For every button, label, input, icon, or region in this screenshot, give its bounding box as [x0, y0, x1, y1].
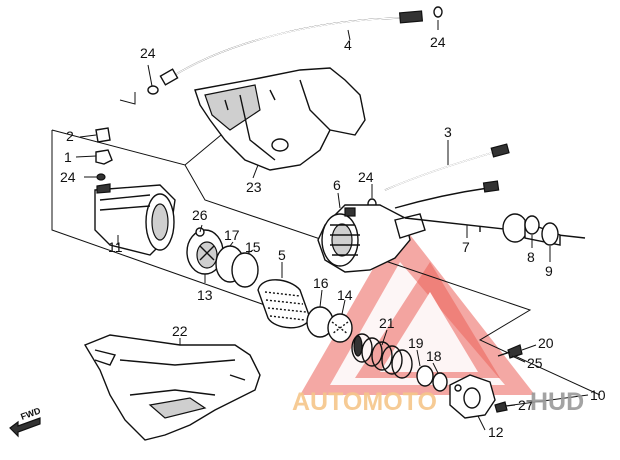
label-27: 27 [518, 397, 534, 413]
forward-arrow-icon [9, 417, 41, 438]
label-12: 12 [488, 424, 504, 440]
ring-18 [432, 372, 448, 392]
disc-14 [327, 313, 353, 343]
label-8: 8 [527, 249, 535, 265]
washer-24-left [147, 85, 159, 95]
label-17: 17 [224, 227, 240, 243]
watermark-hud: HUD [530, 388, 584, 416]
gearbox-6 [317, 204, 426, 273]
label-7: 7 [462, 239, 470, 255]
watermark-text: AUTOMOTO HUD [292, 388, 584, 416]
label-10: 10 [590, 387, 606, 403]
ring-19 [416, 365, 434, 387]
label-25: 25 [527, 355, 543, 371]
cable-3 [384, 143, 510, 209]
label-24: 24 [430, 34, 446, 50]
label-14: 14 [337, 287, 353, 303]
label-24: 24 [140, 45, 156, 61]
label-22: 22 [172, 323, 188, 339]
label-2: 2 [66, 128, 74, 144]
part-labels: 24 4 24 2 1 24 11 26 13 17 15 5 16 14 23… [60, 34, 606, 440]
bolt-1 [95, 149, 113, 165]
label-5: 5 [278, 247, 286, 263]
cover-12 [449, 374, 496, 419]
label-19: 19 [408, 335, 424, 351]
label-18: 18 [426, 348, 442, 364]
label-13: 13 [197, 287, 213, 303]
bolt-27 [494, 401, 508, 413]
label-1: 1 [64, 149, 72, 165]
filter-5 [257, 279, 311, 329]
cable-4 [159, 10, 424, 86]
label-21: 21 [379, 315, 395, 331]
housing-23 [194, 67, 366, 171]
label-3: 3 [444, 124, 452, 140]
label-24: 24 [60, 169, 76, 185]
label-26: 26 [192, 207, 208, 223]
grommet-2 [95, 127, 111, 143]
label-15: 15 [245, 239, 261, 255]
bracket-22 [83, 334, 261, 441]
meter-case-11 [94, 183, 176, 256]
spring-21 [351, 333, 413, 379]
leader-lines [75, 20, 589, 431]
label-6: 6 [333, 177, 341, 193]
label-9: 9 [545, 263, 553, 279]
cap-9 [541, 222, 559, 246]
dial-13 [186, 229, 224, 275]
label-23: 23 [246, 179, 262, 195]
ring-15 [231, 252, 259, 288]
watermark-automoto: AUTOMOTO [292, 388, 437, 416]
label-16: 16 [313, 275, 329, 291]
washer-8 [524, 215, 540, 235]
label-20: 20 [538, 335, 554, 351]
washer-24-top [433, 6, 443, 18]
label-11: 11 [108, 239, 123, 255]
screw-20 [497, 344, 523, 359]
washer-24-mid [96, 173, 106, 181]
label-4: 4 [344, 37, 352, 53]
label-24: 24 [358, 169, 374, 185]
